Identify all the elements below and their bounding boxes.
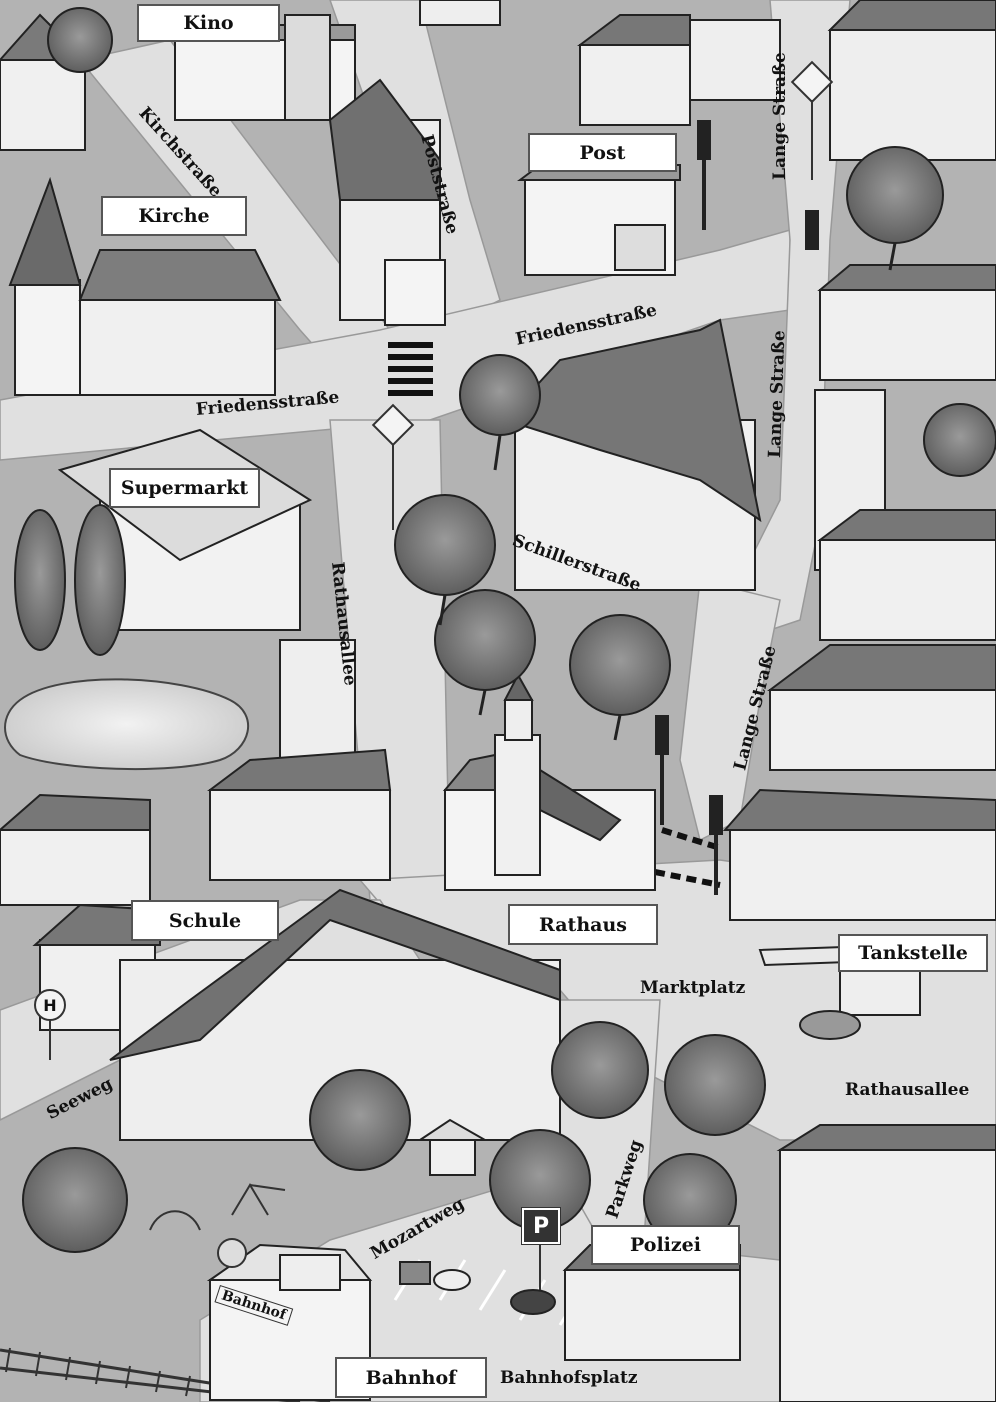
street-marktplatz: Marktplatz <box>640 978 746 998</box>
traffic-lights <box>655 120 819 895</box>
priority-signs <box>371 60 834 530</box>
label-post: Post <box>528 133 677 172</box>
cars <box>399 1010 861 1315</box>
label-rathaus: Rathaus <box>508 904 658 945</box>
label-polizei: Polizei <box>591 1225 740 1265</box>
bus-stop-sign <box>34 989 66 1060</box>
label-schule: Schule <box>131 900 279 941</box>
label-kino: Kino <box>137 4 280 42</box>
label-supermarkt: Supermarkt <box>109 468 260 508</box>
label-tankstelle: Tankstelle <box>838 934 988 972</box>
label-bahnhof: Bahnhof <box>335 1357 487 1398</box>
lake <box>4 678 249 771</box>
tree-trunks <box>438 242 897 741</box>
crosswalk <box>388 342 433 396</box>
parking-sign-icon: P <box>521 1207 561 1245</box>
trees <box>14 7 996 1253</box>
street-bahnhofsplatz: Bahnhofsplatz <box>500 1368 638 1388</box>
street-rathausallee-2: Rathausallee <box>845 1080 970 1100</box>
bus-stop-icon: H <box>43 995 57 1015</box>
playground <box>149 1183 286 1268</box>
label-kirche: Kirche <box>101 196 247 236</box>
street-lange-strasse-1: Lange Straße <box>770 52 790 180</box>
